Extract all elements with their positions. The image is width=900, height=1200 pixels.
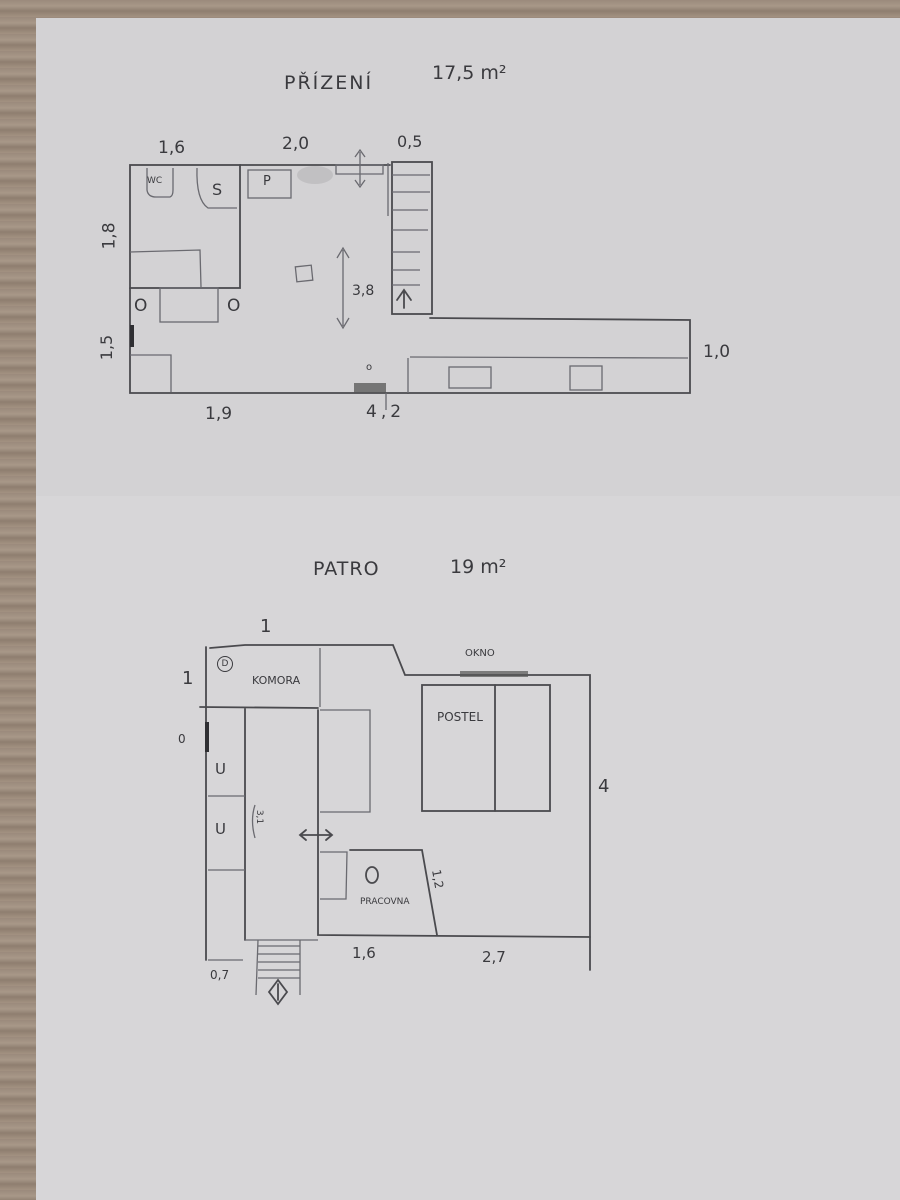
office-marker: [365, 866, 379, 884]
window-marker: [460, 671, 528, 677]
bed-label: POSTEL: [437, 710, 483, 724]
closet-label: KOMORA: [252, 674, 301, 687]
table: [159, 287, 219, 323]
small-square: [294, 264, 314, 283]
dim-upper-left-top: 1: [182, 668, 194, 689]
ground-floor-title: PŘÍZENÍ: [284, 72, 374, 94]
shower-label: S: [212, 180, 223, 199]
upper-stairs: [255, 939, 301, 996]
p-box: [247, 169, 292, 199]
dim-bottom-right: 4,2: [366, 402, 406, 422]
eraser-smudge: [297, 166, 333, 184]
paper-sheet-bottom: [36, 496, 900, 1200]
dim-stairs-width: 0,5: [397, 132, 423, 151]
upper-floor-plan: [199, 644, 591, 1006]
shower-fixture: [196, 167, 237, 209]
stairs-up-arrow-icon: [396, 288, 412, 309]
right-extension-wall: [407, 317, 691, 394]
dim-top-middle: 2,0: [282, 134, 310, 154]
window-label: OKNO: [465, 648, 495, 659]
dim-upper-bottom-left: 0,7: [210, 968, 230, 982]
cabinet-1-label: U: [215, 760, 226, 778]
wc-fixture: [146, 168, 174, 198]
dim-upper-right: 4: [598, 776, 610, 797]
window-box-2: [569, 365, 603, 391]
circle-marker-door: o: [366, 362, 373, 373]
window-box-1: [448, 366, 492, 389]
dim-right-strip: 1,0: [703, 342, 731, 362]
stairs-updown-arrow-icon: [267, 978, 289, 1006]
dim-upper-bottom-middle: 1,6: [352, 944, 376, 962]
top-outer-wall: [209, 644, 591, 971]
doorway-arrow-icon: [298, 829, 334, 841]
dim-left-upper: 1,8: [99, 222, 120, 250]
wc-label: WC: [147, 176, 163, 186]
upper-floor-title: PATRO: [313, 558, 380, 580]
right-counter: [407, 356, 689, 393]
closet-marker: D: [217, 656, 233, 672]
circle-marker-left: O: [134, 296, 148, 316]
office-label: PRACOVNA: [360, 897, 410, 907]
dim-upper-left-marker: 0: [178, 732, 186, 746]
dim-left-lower: 1,5: [97, 334, 117, 361]
corridor-bracket: [251, 804, 256, 839]
stair-steps: [392, 174, 430, 286]
cabinet-dividers: [208, 795, 318, 961]
door-marker-bottom: [354, 383, 386, 393]
bed: [421, 684, 551, 812]
p-box-label: P: [263, 174, 271, 189]
door-arrow-icon: [335, 148, 384, 189]
cabinet-2-label: U: [215, 820, 226, 838]
corridor-walls: [199, 706, 591, 941]
dim-upper-bottom-right: 2,7: [482, 948, 506, 966]
ground-floor-plan: [129, 148, 691, 410]
height-arrow-icon: [336, 246, 350, 330]
main-room-wall: [129, 287, 409, 394]
circle-marker-right: O: [227, 296, 241, 316]
office-desk: [349, 849, 438, 936]
dim-bottom-left: 1,9: [205, 404, 233, 424]
corner-cabinet: [130, 354, 172, 392]
dim-height: 3,8: [352, 283, 375, 299]
dim-corridor: 3,1: [254, 809, 265, 825]
office-chair-block: [320, 851, 348, 900]
paper-sheet-top: [36, 18, 900, 496]
upper-floor-area: 19 m²: [450, 556, 507, 578]
staircase: [391, 161, 433, 315]
wardrobe: [320, 709, 371, 813]
dim-upper-top: 1: [260, 616, 272, 637]
dim-top-left: 1,6: [158, 138, 186, 158]
ground-floor-area: 17,5 m²: [432, 62, 507, 84]
bathroom-inner-wall: [129, 249, 202, 288]
